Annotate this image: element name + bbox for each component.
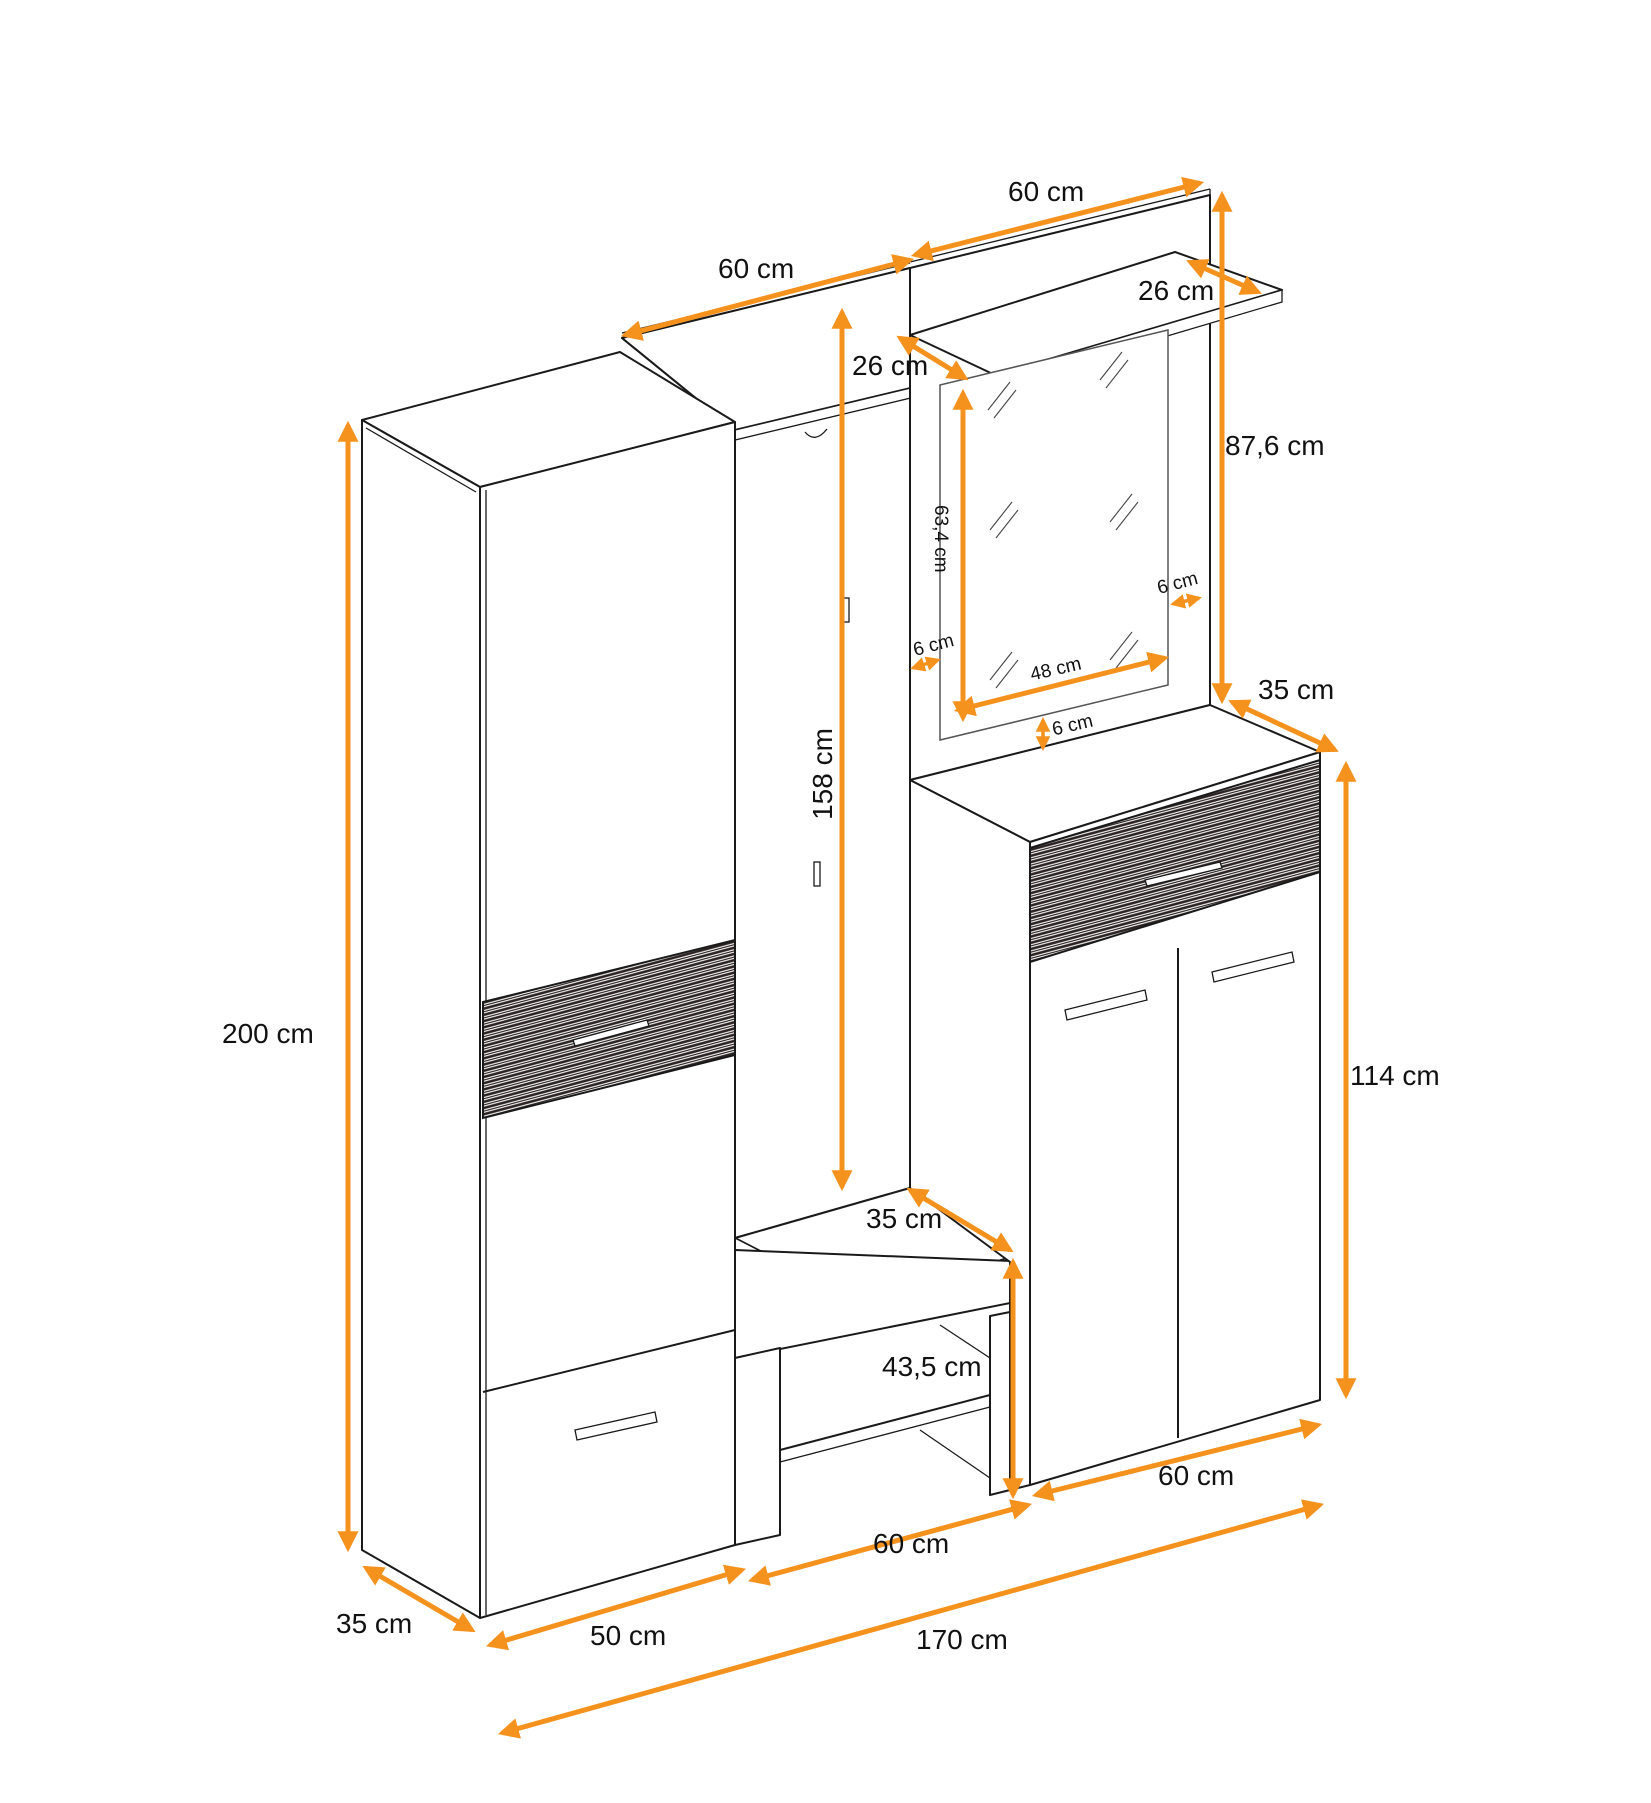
mirror-panel (909, 188, 1283, 781)
label-shoe-cabinet-depth: 35 cm (1258, 674, 1335, 705)
label-mirror-height: 63,4 cm (930, 505, 951, 573)
label-bench-depth: 35 cm (866, 1203, 943, 1234)
label-bench-width: 60 cm (873, 1528, 950, 1559)
shoe-cabinet (909, 704, 1321, 1491)
shoe-cabinet-drawer-front (1029, 758, 1321, 964)
label-total-width: 170 cm (916, 1624, 1008, 1655)
label-mirror-panel-shelf-depth: 26 cm (1138, 275, 1215, 306)
wardrobe-stripe-band (482, 938, 736, 1120)
label-bench-height: 43,5 cm (882, 1351, 982, 1382)
label-shoe-cabinet-width: 60 cm (1158, 1460, 1235, 1491)
label-mirror-panel-height: 87,6 cm (1225, 430, 1325, 461)
label-wardrobe-width: 50 cm (590, 1620, 667, 1651)
label-hook-panel-width: 60 cm (718, 253, 795, 284)
label-mirror-panel-width: 60 cm (1008, 176, 1085, 207)
label-shoe-cabinet-height: 114 cm (1350, 1060, 1440, 1091)
dimension-arrows (337, 176, 1357, 1739)
label-hook-panel-height: 158 cm (807, 728, 838, 820)
label-wardrobe-depth: 35 cm (336, 1608, 413, 1639)
tall-wardrobe (361, 351, 736, 1619)
label-hook-panel-shelf-depth: 26 cm (852, 350, 929, 381)
label-wardrobe-height: 200 cm (222, 1018, 314, 1049)
